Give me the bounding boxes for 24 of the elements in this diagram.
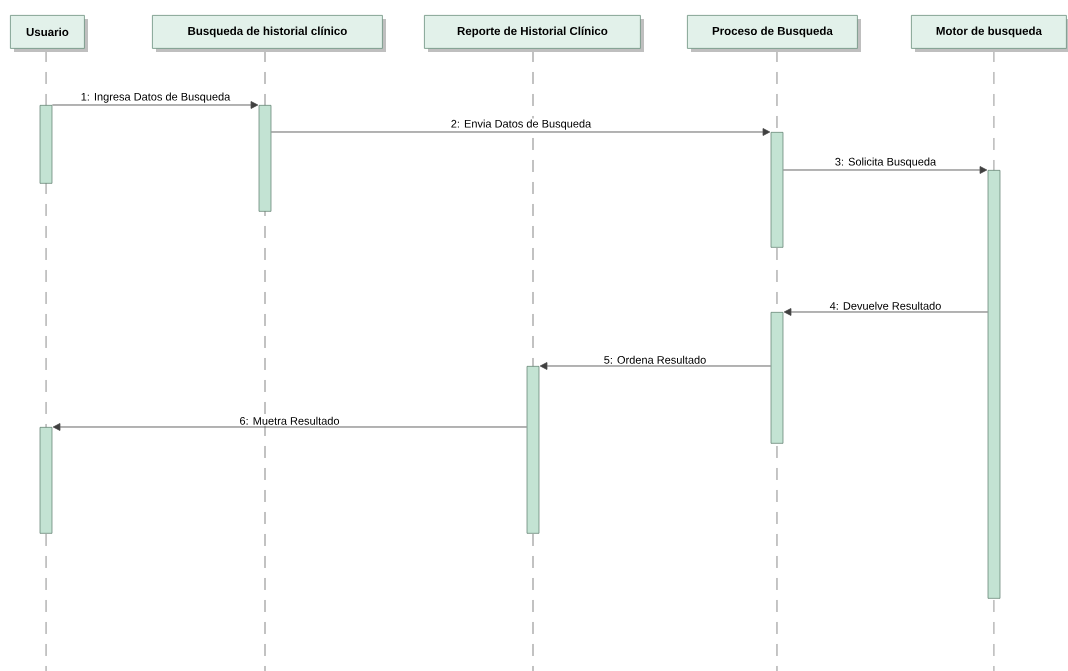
message-label: 3: Solicita Busqueda (835, 157, 937, 168)
lifeline-header-box: Busqueda de historial clínico (152, 15, 386, 52)
message-label: 6: Muetra Resultado (240, 416, 340, 425)
message-label: 4: Devuelve Resultado (829, 301, 941, 310)
activation-bar (770, 132, 784, 248)
activation-bar (987, 170, 1001, 599)
lifeline-header-box: Reporte de Historial Clínico (424, 15, 644, 52)
message-arrow (51, 101, 259, 109)
message-label: 1: Ingresa Datos de Busqueda (81, 92, 231, 103)
message-label: 5: Ordena Resultado (604, 355, 706, 364)
activation-bar (258, 105, 272, 212)
message-arrow (782, 166, 988, 174)
lifeline-header-box: Proceso de Busqueda (687, 15, 861, 52)
lifeline-header-box: Motor de busqueda (911, 15, 1068, 52)
activation-bar (39, 105, 53, 184)
message-arrow (52, 423, 528, 431)
activation-bar (770, 312, 784, 444)
activation-bar (526, 366, 540, 534)
message-arrow (539, 362, 772, 370)
message-arrow (783, 308, 989, 316)
activation-bar (39, 427, 53, 534)
message-label: 2: Envia Datos de Busqueda (451, 119, 592, 130)
lifeline-header-box: Usuario (10, 15, 88, 52)
message-arrow (270, 128, 771, 136)
